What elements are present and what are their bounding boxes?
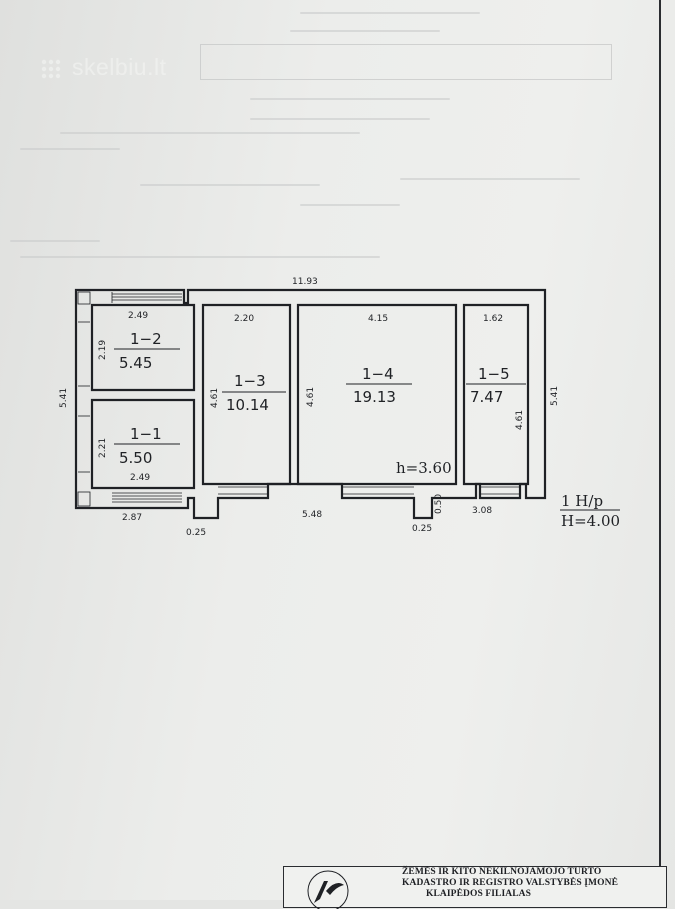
bleed-through-line <box>140 184 320 186</box>
room-1-3-width: 2.20 <box>234 314 254 324</box>
registry-emblem-icon <box>307 870 349 909</box>
bleed-through-line <box>300 12 480 14</box>
dim-pier-height: 0.50 <box>434 494 444 514</box>
room-1-3-id: 1−3 <box>234 372 266 390</box>
watermark-text: skelbiu.lt <box>72 54 167 80</box>
room-1-4-id: 1−4 <box>362 365 394 383</box>
room-1-5-id: 1−5 <box>478 365 510 383</box>
room-1-3-height: 4.61 <box>210 388 220 408</box>
room-1-4-width: 4.15 <box>368 314 388 324</box>
dim-right-height: 5.41 <box>550 386 560 406</box>
room-1-5-height: 4.61 <box>515 410 525 430</box>
page-border-line <box>659 0 661 900</box>
bleed-through-line <box>10 240 100 242</box>
room-1-5-area: 7.47 <box>470 388 503 406</box>
registry-stamp: ŽEMĖS IR KITO NEKILNOJAMOJO TURTO KADAST… <box>283 866 667 909</box>
room-1-4-wall <box>296 303 458 486</box>
grid-logo-icon <box>41 59 61 79</box>
room-1-1-height: 2.21 <box>98 438 108 458</box>
outer-wall-left <box>74 288 547 520</box>
bleed-through-line <box>20 148 120 150</box>
room-1-2-width: 2.49 <box>128 311 148 321</box>
room-1-4-area: 19.13 <box>353 388 396 406</box>
room-1-1-wall <box>90 398 196 490</box>
room-1-1-width: 2.49 <box>130 473 150 483</box>
room-1-1-id: 1−1 <box>130 425 162 443</box>
bleed-through-line <box>290 30 440 32</box>
dim-bottom-right: 3.08 <box>472 506 492 516</box>
room-1-3-wall <box>201 303 292 486</box>
room-1-1-area: 5.50 <box>119 449 152 467</box>
stamp-line-1: ŽEMĖS IR KITO NEKILNOJAMOJO TURTO <box>402 867 602 877</box>
bleed-through-line <box>300 204 400 206</box>
dim-bottom-pier-left: 0.25 <box>186 528 206 538</box>
room-1-5-width: 1.62 <box>483 314 503 324</box>
balcony-post <box>77 491 91 507</box>
building-height: H=4.00 <box>561 512 620 530</box>
bleed-through-line <box>20 256 380 258</box>
dim-bottom-middle: 5.48 <box>302 510 322 520</box>
room-height-note: h=3.60 <box>396 459 452 477</box>
room-1-2-height: 2.19 <box>98 340 108 360</box>
room-1-5-wall <box>462 303 530 486</box>
floor-label: 1 H/p <box>561 492 603 510</box>
stamp-line-3: KLAIPĖDOS FILIALAS <box>426 889 532 899</box>
bleed-through-line <box>60 132 360 134</box>
dim-bottom-left: 2.87 <box>122 513 142 523</box>
dim-overall-top: 11.93 <box>292 277 318 287</box>
watermark: skelbiu.lt <box>40 54 190 84</box>
bleed-through-line <box>250 98 450 100</box>
room-1-4-height: 4.61 <box>306 387 316 407</box>
stamp-line-2: KADASTRO IR REGISTRO VALSTYBĖS ĮMONĖ <box>402 878 618 888</box>
room-1-2-id: 1−2 <box>130 330 162 348</box>
balcony-post <box>77 291 91 305</box>
room-1-3-area: 10.14 <box>226 396 269 414</box>
room-1-2-wall <box>90 303 196 392</box>
dim-left-height: 5.41 <box>59 388 69 408</box>
bleed-through-line <box>400 178 580 180</box>
room-1-2-area: 5.45 <box>119 354 152 372</box>
dim-bottom-pier-right: 0.25 <box>412 524 432 534</box>
bleed-through-box <box>200 44 612 80</box>
bleed-through-line <box>250 118 430 120</box>
